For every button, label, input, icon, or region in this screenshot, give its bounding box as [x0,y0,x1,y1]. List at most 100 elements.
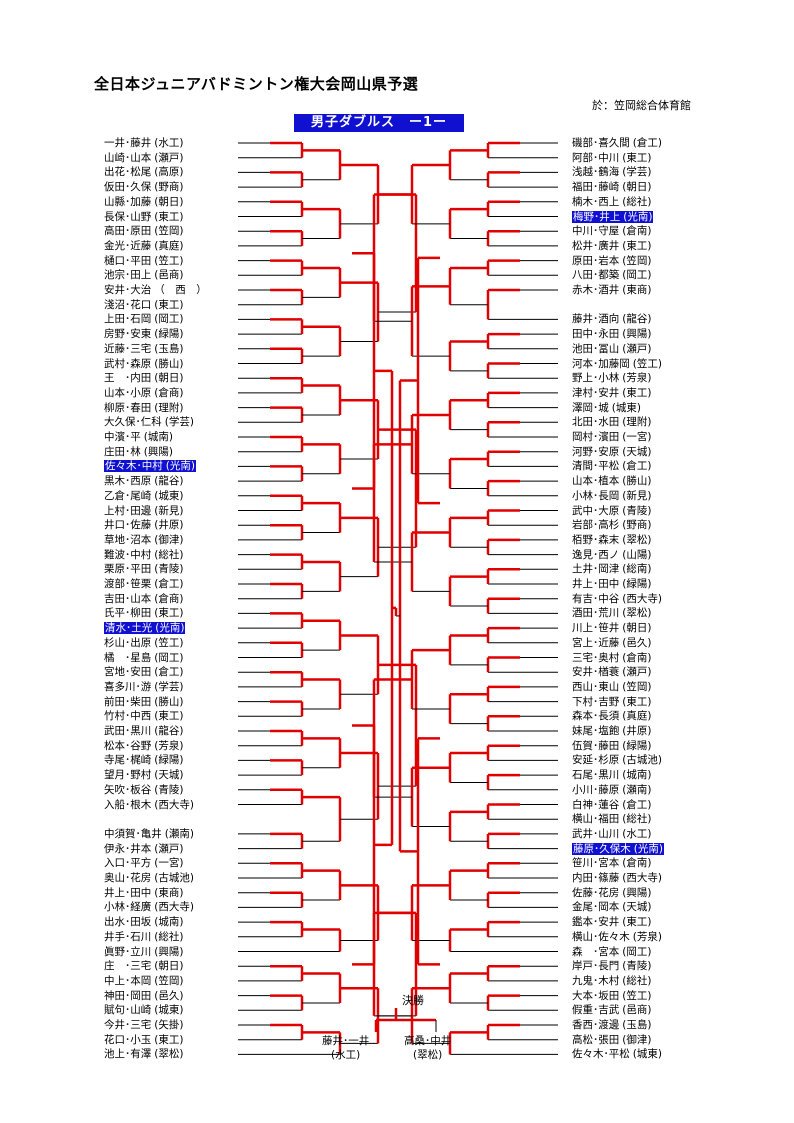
entry-row: 佐々木･平松(城東) [572,1047,662,1061]
entry-school: (新見) [622,489,652,502]
entry-pair: 佐々木･中村 [105,460,163,473]
entry-pair: 大本･坂田 [572,989,620,1002]
entry-row: 野上･小林(芳泉) [572,371,651,385]
entry-school: (一宮) [154,857,184,870]
entry-school: (邑商) [622,1004,652,1017]
entry-row: 鑑本･安井(東工) [572,915,651,929]
event-title-badge: 男子ダブルス ー1ー [294,114,464,132]
entry-school: (学芸) [622,166,652,179]
entry-row [572,298,575,312]
entry-school: (笠岡) [622,680,652,693]
entry-pair: 佐藤･花房 [572,886,620,899]
entry-school: (総南) [622,563,652,576]
entry-pair: 寺尾･梶崎 [104,754,152,767]
entry-row: 森 ･宮本(岡工) [572,945,651,959]
entry-row: 前田･柴田(勝山) [104,695,183,709]
entry-pair: 杉山･出原 [104,636,152,649]
entry-row: 庄 ･三宅(朝日) [104,959,183,973]
entry-row: 仮田･久保(野商) [104,180,183,194]
entry-school: (朝日) [622,622,652,635]
entry-school: (笠工) [154,636,184,649]
entry-row: 池上･有澤(翠松) [104,1047,183,1061]
entry-row: 森本･長須(真庭) [572,709,651,723]
entry-school: (芳泉) [622,372,652,385]
entry-row: 梅野･井上(光南) [572,210,654,224]
entry-school: (倉工) [632,137,662,149]
entry-pair: 前田･柴田 [104,695,152,708]
entry-row: 樋口･平田(笠工) [104,254,183,268]
entry-school: (古城池) [154,872,194,884]
entry-pair: 笹川･宮本 [572,857,620,870]
entry-school: (青陵) [154,783,184,796]
entry-school: (井原) [154,519,184,532]
entry-pair: 入船･根木 [104,798,152,811]
entry-pair: 土井･岡津 [572,563,620,576]
entry-pair: 小川･藤原 [572,783,620,796]
entry-row: 西山･東山(笠岡) [572,680,651,694]
entry-school: (城南) [622,769,652,782]
entry-school: (芳泉) [154,739,184,752]
entry-row: 宮地･安田(倉工) [104,665,183,679]
entry-school: (緑陽) [154,328,184,341]
entry-row: 花口･小玉(東工) [104,1033,183,1047]
entry-row: 矢吹･板谷(青陵) [104,783,183,797]
entry-school: (山陽) [622,548,652,561]
entry-pair: 内田･篠藤 [572,872,620,884]
entry-pair: 武村･森原 [104,357,152,370]
entry-pair: 眞野･立川 [104,945,152,958]
entry-school: (瀬戸) [154,151,184,164]
entry-school: (西大寺) [622,872,662,884]
entry-school: (天城) [622,445,652,458]
entry-pair: 安井･大治 [104,284,152,296]
entry-school: (瀬戸) [622,342,652,355]
entry-row: 宮上･近藤(邑久) [572,636,651,650]
entry-row: 乙倉･尾崎(城東) [104,489,183,503]
entry-school: (御津) [154,533,184,546]
entry-school: (水工) [622,827,652,840]
entry-school: (興陽) [154,945,184,958]
entry-school: (瀬南) [164,827,194,840]
entry-row: 岡村･濱田(一宮) [572,430,651,444]
entry-row: 大本･坂田(笠工) [572,989,651,1003]
entry-row: 横山･福田(総社) [572,812,651,826]
entry-row: 栢野･森末(翠松) [572,533,651,547]
entry-row: 賦句･山崎(城東) [104,1003,183,1017]
entry-school: (野商) [154,181,184,194]
entry-pair: 小林･長岡 [572,489,620,502]
entry-row: 伊永･井本(瀬戸) [104,842,183,856]
page-title: 全日本ジュニアバドミントン権大会岡山県予選 [94,75,419,93]
final-label: 決勝 [402,994,424,1007]
entry-row: 近藤･三宅(玉島) [104,342,183,356]
entry-row: 望月･野村(天城) [104,768,183,782]
entry-school: (東商) [154,886,184,899]
entry-row: 三宅･奥村(倉南) [572,651,651,665]
entry-row: 内田･篠藤(西大寺) [572,871,662,885]
entry-pair: 近藤･三宅 [104,342,152,355]
entry-school: (総社) [622,195,652,208]
entry-pair: 田中･永田 [572,328,620,341]
entry-school: (岡工) [622,269,652,282]
entry-school: (邑商) [154,269,184,282]
entry-row: 河野･安原(天城) [572,445,651,459]
entry-pair: 宮上･近藤 [572,636,620,649]
entry-row: 金尾･岡本(天城) [572,900,651,914]
entry-school: (学芸) [164,416,194,429]
entry-row: 北田･水田(理附) [572,415,651,429]
entry-row: 安井･大治（ 西 ） [104,283,207,297]
entry-row: 出花･松尾(高原) [104,165,183,179]
entry-pair: 佐々木･平松 [572,1048,630,1061]
entry-row: 八田･都築(岡工) [572,268,651,282]
entry-row: 中川･守屋(倉南) [572,224,651,238]
entry-pair: 柳原･春田 [104,401,152,414]
entry-row: 清水･土光(光南) [104,621,186,635]
entry-row: 津村･安井(東工) [572,386,651,400]
entry-school: (東工) [154,607,184,620]
entry-pair: 望月･野村 [104,769,152,782]
entry-row: 横山･佐々木(芳泉) [572,930,662,944]
final-right-pair: 高桑･中井 [404,1035,452,1047]
entry-row: 池宗･田上(邑商) [104,268,183,282]
entry-row: 杉山･出原(笠工) [104,636,183,650]
entry-row: 難波･中村(総社) [104,548,183,562]
entry-school: (玉島) [622,1019,652,1031]
entry-school: (倉南) [622,225,652,238]
